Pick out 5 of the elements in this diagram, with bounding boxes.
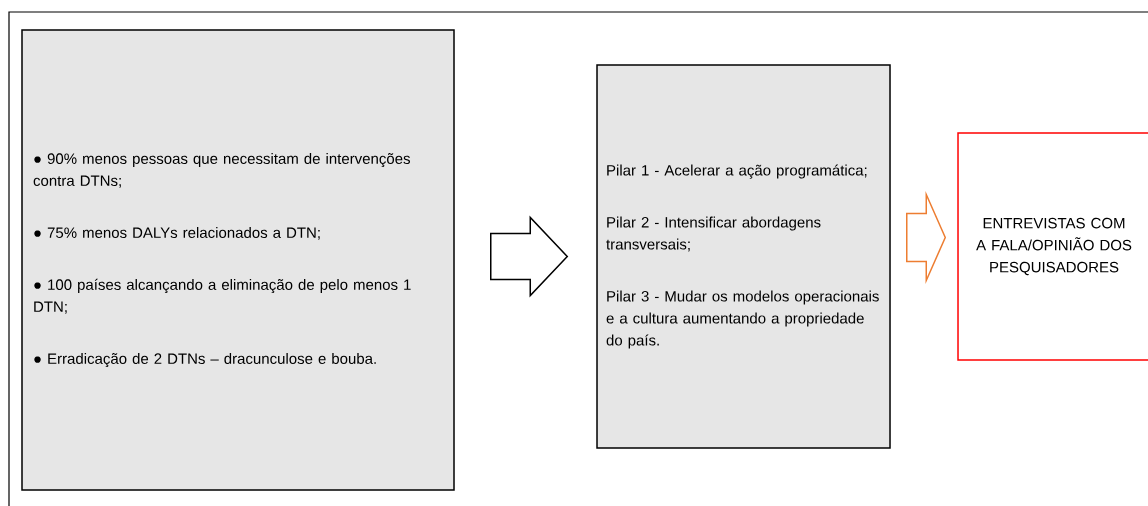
interview-box: ENTREVISTAS COM A FALA/OPINIÃO DOS PESQUISADORES bbox=[957, 132, 1148, 361]
goal-box: ● 90% menos pessoas que necessitam de intervenções contra DTNs; ● 75% menos DALYs relacionados a DTN; ● 100 países alcançando a eliminação de pelo menos 1 DTN; ● Erradicação de 2 DTNs – dracunculose e bouba. bbox=[21, 29, 455, 491]
block-arrow bbox=[490, 215, 569, 298]
pillar-box: Pilar 1 - Acelerar a ação programática; Pilar 2 - Intensificar abordagens transversais; Pilar 3 - Mudar os modelos operacionais e a cultura aumentando a propriedade do país. bbox=[596, 64, 891, 449]
block-arrow bbox=[906, 190, 947, 285]
